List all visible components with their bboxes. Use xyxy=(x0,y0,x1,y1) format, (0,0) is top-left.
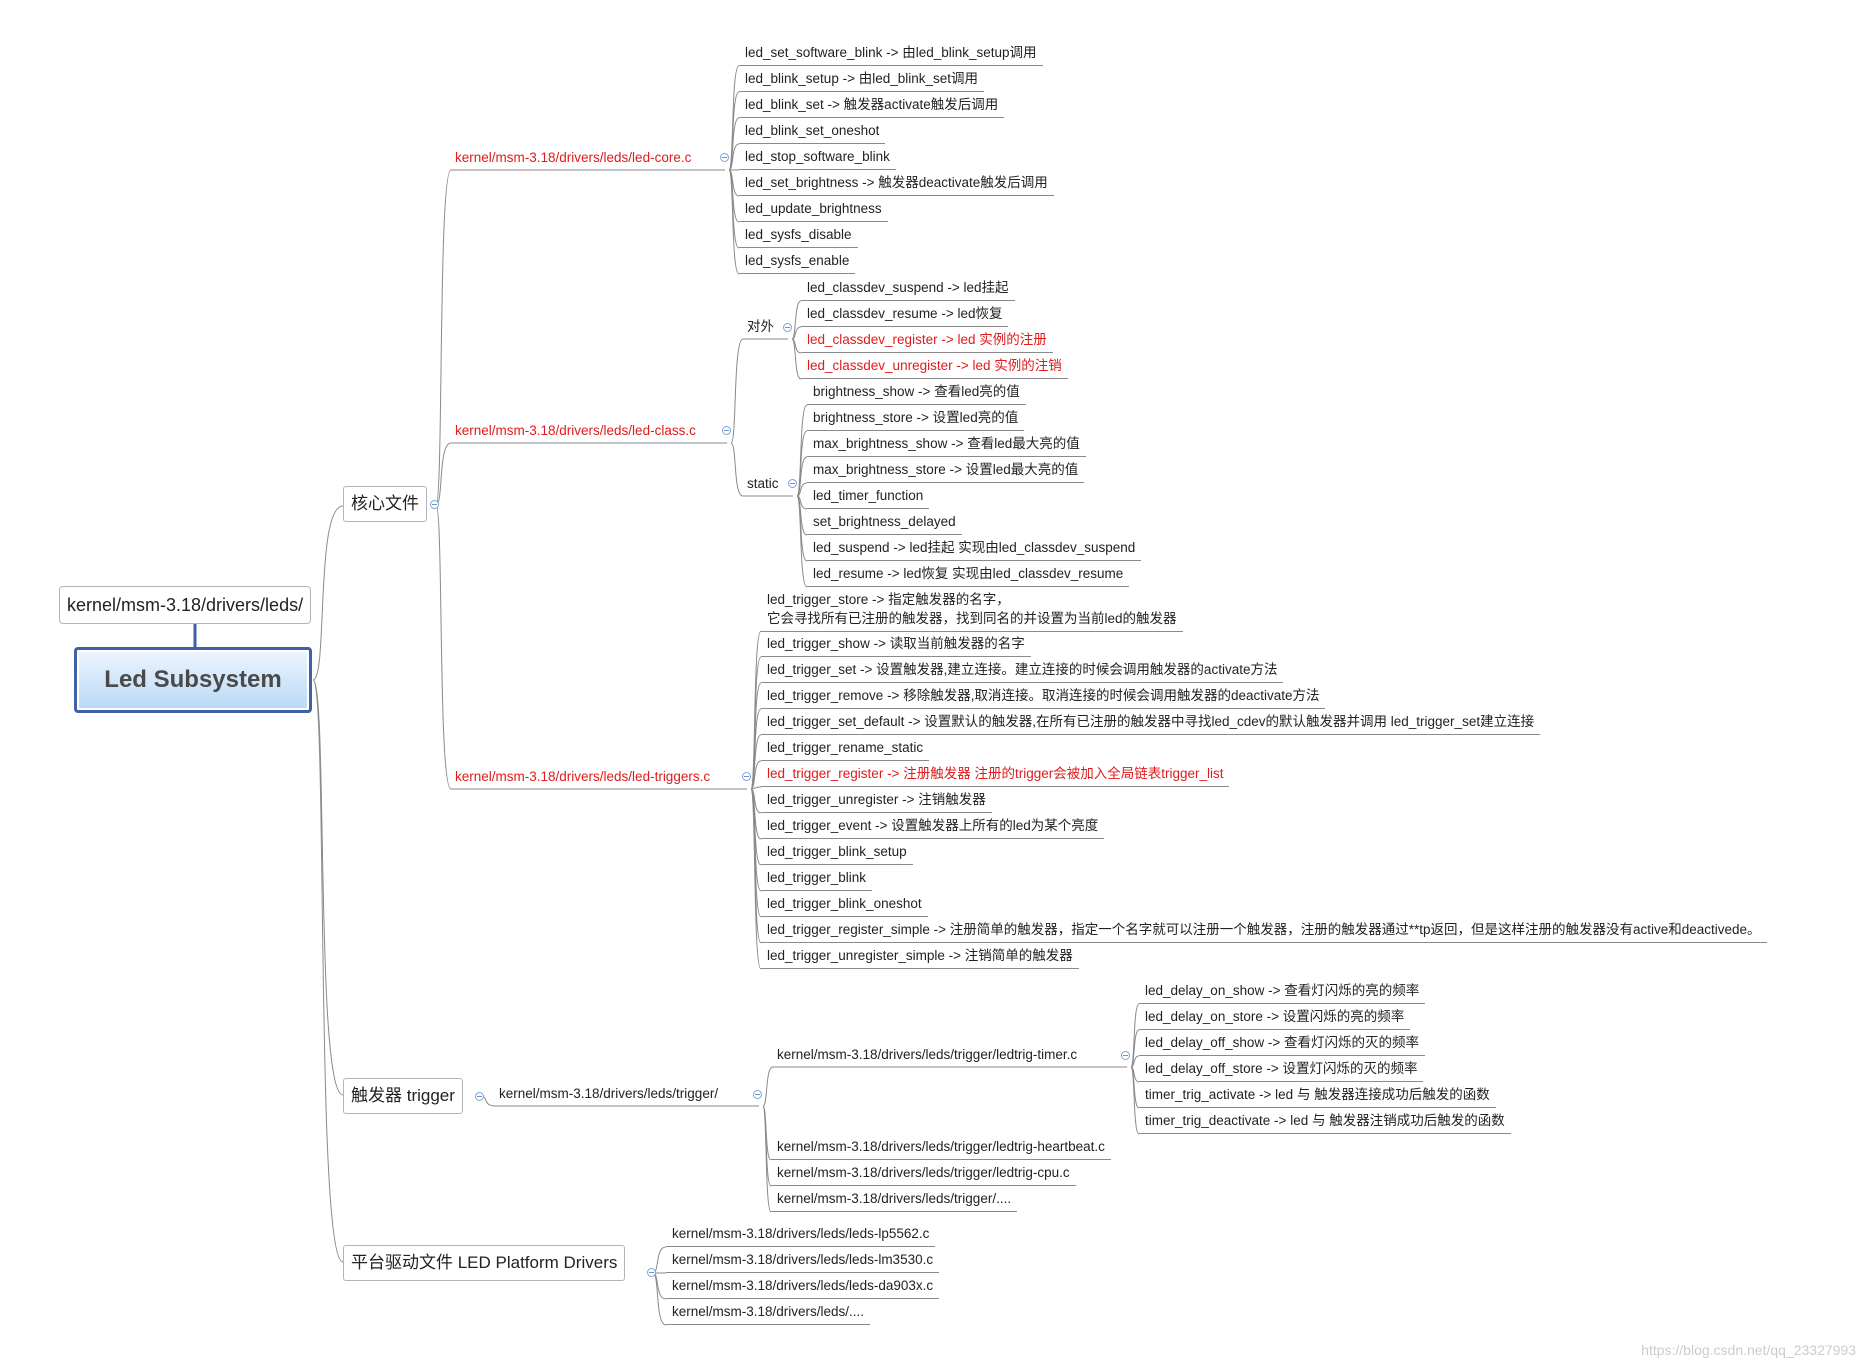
led-triggers-item[interactable]: led_trigger_register -> 注册触发器 注册的trigger… xyxy=(761,765,1230,787)
platform-driver-item[interactable]: kernel/msm-3.18/drivers/leds/leds-lp5562… xyxy=(666,1225,936,1247)
led-core-item[interactable]: led_blink_set -> 触发器activate触发后调用 xyxy=(739,96,1005,118)
connector-line xyxy=(1130,1029,1140,1068)
platform-drivers-node[interactable]: 平台驱动文件 LED Platform Drivers xyxy=(343,1245,626,1281)
connector-line xyxy=(312,679,344,1096)
led-triggers-item[interactable]: led_trigger_blink xyxy=(761,869,873,891)
led-core-item[interactable]: led_sysfs_disable xyxy=(739,226,858,248)
led-trigger-store-line1: led_trigger_store -> 指定触发器的名字， xyxy=(767,592,1010,607)
led-class-static-item[interactable]: led_resume -> led恢复 实现由led_classdev_resu… xyxy=(807,565,1130,587)
parent-node-leds-dir[interactable]: kernel/msm-3.18/drivers/leds/ xyxy=(59,586,312,624)
connector-line xyxy=(796,495,808,588)
collapse-led-triggers-icon[interactable] xyxy=(742,772,751,781)
collapse-platform-icon[interactable] xyxy=(647,1268,656,1277)
ledtrig-timer-item[interactable]: timer_trig_deactivate -> led 与 触发器注销成功后触… xyxy=(1139,1112,1511,1134)
led-class-external-item[interactable]: led_classdev_suspend -> led挂起 xyxy=(801,279,1015,301)
connector-line xyxy=(1130,1003,1140,1068)
led-core-item[interactable]: led_sysfs_enable xyxy=(739,252,856,274)
connector-line xyxy=(791,300,802,340)
led-triggers-item[interactable]: led_trigger_blink_oneshot xyxy=(761,895,928,917)
collapse-core-icon[interactable] xyxy=(430,500,439,509)
root-node[interactable]: Led Subsystem xyxy=(74,647,312,713)
led-core-item[interactable]: led_update_brightness xyxy=(739,200,888,222)
led-class-external-item[interactable]: led_classdev_resume -> led恢复 xyxy=(801,305,1009,327)
collapse-static-icon[interactable] xyxy=(788,479,797,488)
connector-line xyxy=(728,143,740,171)
connector-line xyxy=(750,788,762,970)
led-core-item[interactable]: led_blink_set_oneshot xyxy=(739,122,886,144)
ledtrig-timer-item[interactable]: timer_trig_activate -> led 与 触发器连接成功后触发的… xyxy=(1139,1086,1496,1108)
connector-line xyxy=(312,679,344,1263)
collapse-led-core-icon[interactable] xyxy=(720,153,729,162)
connector-line xyxy=(762,1105,772,1213)
collapse-external-icon[interactable] xyxy=(783,323,792,332)
connector-line xyxy=(730,338,744,444)
collapse-trigger-icon[interactable] xyxy=(475,1092,484,1101)
ledtrig-timer-item[interactable]: led_delay_on_show -> 查看灯闪烁的亮的频率 xyxy=(1139,982,1426,1004)
ledtrig-timer-label[interactable]: kernel/msm-3.18/drivers/leds/trigger/led… xyxy=(777,1047,1078,1062)
collapse-ledtrig-timer-icon[interactable] xyxy=(1121,1051,1130,1060)
connector-line xyxy=(750,760,762,790)
led-triggers-item[interactable]: led_trigger_register_simple -> 注册简单的触发器，… xyxy=(761,921,1767,943)
led-class-static-item[interactable]: led_timer_function xyxy=(807,487,930,509)
led-triggers-item[interactable]: led_trigger_rename_static xyxy=(761,739,930,761)
led-core-item[interactable]: led_set_software_blink -> 由led_blink_set… xyxy=(739,44,1043,66)
connector-line xyxy=(796,482,808,497)
connector-line xyxy=(312,505,344,681)
led-triggers-item[interactable]: led_trigger_unregister -> 注销触发器 xyxy=(761,791,992,813)
connector-line xyxy=(791,326,802,340)
trigger-dir-label[interactable]: kernel/msm-3.18/drivers/leds/trigger/ xyxy=(499,1086,719,1101)
led-trigger-store-line2: 它会寻找所有已注册的触发器，找到同名的并设置为当前led的触发器 xyxy=(767,611,1177,626)
trigger-node[interactable]: 触发器 trigger xyxy=(343,1078,463,1114)
trigger-file-item[interactable]: kernel/msm-3.18/drivers/leds/trigger/led… xyxy=(771,1164,1076,1186)
led-class-external-item[interactable]: led_classdev_register -> led 实例的注册 xyxy=(801,331,1053,353)
led-class-external-label[interactable]: 对外 xyxy=(747,319,774,334)
led-triggers-item[interactable]: led_trigger_event -> 设置触发器上所有的led为某个亮度 xyxy=(761,817,1105,839)
led-class-static-label[interactable]: static xyxy=(747,476,779,491)
connector-line xyxy=(1130,1055,1140,1068)
led-triggers-item[interactable]: led_trigger_remove -> 移除触发器,取消连接。取消连接的时候… xyxy=(761,687,1326,709)
collapse-led-class-icon[interactable] xyxy=(722,426,731,435)
ledtrig-timer-item[interactable]: led_delay_on_store -> 设置闪烁的亮的频率 xyxy=(1139,1008,1411,1030)
led-class-static-item[interactable]: led_suspend -> led挂起 实现由led_classdev_sus… xyxy=(807,539,1142,561)
led-core-file-label[interactable]: kernel/msm-3.18/drivers/leds/led-core.c xyxy=(455,150,692,165)
connector-line xyxy=(435,504,452,790)
connector-line xyxy=(762,1066,774,1107)
trigger-file-item[interactable]: kernel/msm-3.18/drivers/leds/trigger/led… xyxy=(771,1138,1111,1160)
led-class-static-item[interactable]: brightness_store -> 设置led亮的值 xyxy=(807,409,1025,431)
connector-line xyxy=(791,338,802,380)
platform-driver-item[interactable]: kernel/msm-3.18/drivers/leds/.... xyxy=(666,1303,871,1325)
led-triggers-item[interactable]: led_trigger_set_default -> 设置默认的触发器,在所有已… xyxy=(761,713,1541,735)
led-triggers-item[interactable]: led_trigger_set -> 设置触发器,建立连接。建立连接的时候会调用… xyxy=(761,661,1284,683)
root-title: Led Subsystem xyxy=(104,666,282,693)
led-core-item[interactable]: led_blink_setup -> 由led_blink_set调用 xyxy=(739,70,985,92)
connector-line xyxy=(435,169,452,506)
led-class-static-item[interactable]: brightness_show -> 查看led亮的值 xyxy=(807,383,1026,405)
led-core-item[interactable]: led_stop_software_blink xyxy=(739,148,896,170)
connector-line xyxy=(796,456,808,497)
ledtrig-timer-item[interactable]: led_delay_off_store -> 设置灯闪烁的灭的频率 xyxy=(1139,1060,1424,1082)
led-core-item[interactable]: led_set_brightness -> 触发器deactivate触发后调用 xyxy=(739,174,1054,196)
led-triggers-item[interactable]: led_trigger_store -> 指定触发器的名字， 它会寻找所有已注册… xyxy=(761,590,1183,632)
connector-line xyxy=(730,442,744,497)
led-triggers-item[interactable]: led_trigger_unregister_simple -> 注销简单的触发… xyxy=(761,947,1079,969)
core-files-node[interactable]: 核心文件 xyxy=(343,486,427,522)
watermark: https://blog.csdn.net/qq_23327993 xyxy=(1641,1342,1856,1358)
led-triggers-file-label[interactable]: kernel/msm-3.18/drivers/leds/led-trigger… xyxy=(455,769,711,784)
led-class-static-item[interactable]: set_brightness_delayed xyxy=(807,513,962,535)
ledtrig-timer-item[interactable]: led_delay_off_show -> 查看灯闪烁的灭的频率 xyxy=(1139,1034,1425,1056)
trigger-file-item[interactable]: kernel/msm-3.18/drivers/leds/trigger/...… xyxy=(771,1190,1018,1212)
led-triggers-item[interactable]: led_trigger_show -> 读取当前触发器的名字 xyxy=(761,635,1031,657)
connector-line xyxy=(728,169,740,275)
collapse-trigger-dir-icon[interactable] xyxy=(753,1090,762,1099)
platform-driver-item[interactable]: kernel/msm-3.18/drivers/leds/leds-da903x… xyxy=(666,1277,940,1299)
led-class-file-label[interactable]: kernel/msm-3.18/drivers/leds/led-class.c xyxy=(455,423,696,438)
led-class-external-item[interactable]: led_classdev_unregister -> led 实例的注销 xyxy=(801,357,1068,379)
platform-driver-item[interactable]: kernel/msm-3.18/drivers/leds/leds-lm3530… xyxy=(666,1251,940,1273)
led-class-static-item[interactable]: max_brightness_show -> 查看led最大亮的值 xyxy=(807,435,1086,457)
led-triggers-item[interactable]: led_trigger_blink_setup xyxy=(761,843,913,865)
connector-line xyxy=(1130,1066,1140,1135)
led-class-static-item[interactable]: max_brightness_store -> 设置led最大亮的值 xyxy=(807,461,1085,483)
